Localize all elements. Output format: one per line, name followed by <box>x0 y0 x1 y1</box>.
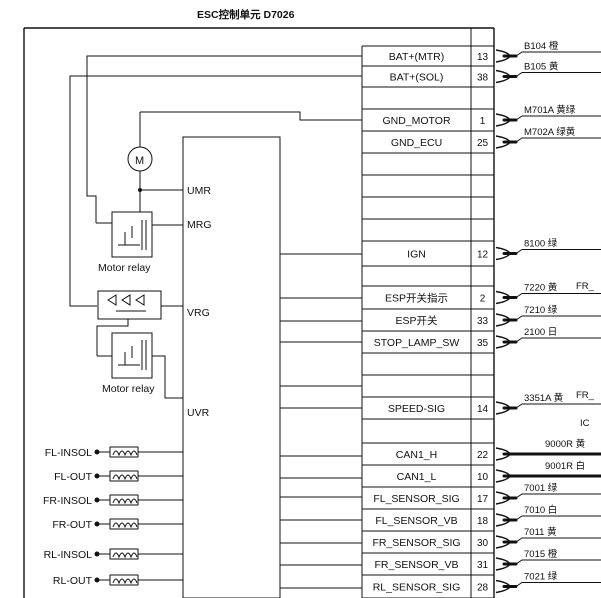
pin-label: ESP开关指示 <box>385 292 448 305</box>
pin-number: 22 <box>477 450 489 461</box>
pin-label: ESP开关 <box>395 314 438 327</box>
pin-label: FR_SENSOR_VB <box>374 559 458 571</box>
pin-label: RL_SENSOR_SIG <box>373 582 461 594</box>
pin-number: 2 <box>480 294 486 305</box>
wire-line <box>515 115 601 121</box>
pin-label: GND_MOTOR <box>382 115 450 127</box>
fr-label-2: FR_ <box>576 390 595 401</box>
pin-table <box>361 28 494 598</box>
mrg-label: MRG <box>187 219 212 231</box>
wheel-sensor-inputs: FL-INSOL FL-OUT FR-INSOL FR-OUT RL-INSOL RL-O… <box>43 446 183 587</box>
wire-line <box>515 582 601 587</box>
wire-line <box>515 293 601 298</box>
vrg-label: VRG <box>187 307 210 319</box>
wire-line <box>515 537 601 543</box>
pin-number: 17 <box>477 494 489 505</box>
pin-label: FL_SENSOR_VB <box>375 515 457 527</box>
motor-relay-1: Motor relay <box>96 211 183 274</box>
pin-connectors: B104 橙 B105 黄 M701A 黄绿 M702A 绿黄 8100 绿 7220 黄… <box>495 40 601 594</box>
wire-line <box>515 515 601 521</box>
pin-label: BAT+(MTR) <box>389 51 445 63</box>
wire-label: 7010 白 <box>524 504 557 516</box>
wire-line <box>515 51 601 57</box>
umr-label: UMR <box>187 185 211 197</box>
pin-number: 25 <box>477 138 489 149</box>
wire-line <box>515 559 601 565</box>
wire-label: 7021 绿 <box>524 571 558 583</box>
esc-unit-outline <box>23 27 495 598</box>
pin-number: 35 <box>477 338 489 349</box>
pin-number: 12 <box>477 250 489 261</box>
pin-label: SPEED-SIG <box>388 403 445 415</box>
diagram-title: ESC控制单元 D7026 <box>197 8 295 21</box>
pin-label: STOP_LAMP_SW <box>374 337 460 349</box>
vrg-module <box>96 290 183 356</box>
pin-label: FR_SENSOR_SIG <box>372 537 460 549</box>
sensor-label: FL-INSOL <box>45 447 92 459</box>
pin-number: 30 <box>477 538 489 549</box>
motor-relay-2: Motor relay <box>97 332 183 399</box>
pin-label: GND_ECU <box>391 137 442 149</box>
wire-label: 7001 绿 <box>524 482 558 494</box>
pin-label: CAN1_L <box>397 471 437 483</box>
pin-number: 10 <box>477 472 489 483</box>
wire-label: 9000R 黄 <box>545 438 585 450</box>
ic-label: IC <box>580 418 590 429</box>
pin-number: 18 <box>477 516 489 527</box>
sensor-label: FR-INSOL <box>43 495 92 507</box>
motor-assembly: M <box>127 112 183 212</box>
wire-line <box>515 403 601 409</box>
pin-number: 1 <box>480 116 486 127</box>
wire-label: 7210 绿 <box>524 304 558 316</box>
sensor-label: FR-OUT <box>52 519 92 531</box>
wire-line <box>515 493 601 499</box>
pin-number: 33 <box>477 316 489 327</box>
pin-number: 38 <box>477 73 489 84</box>
wire-label: 7220 黄 <box>524 282 557 294</box>
pin-number: 31 <box>477 560 489 571</box>
wire-label: 3351A 黄 <box>524 392 563 404</box>
wire-line <box>515 72 601 77</box>
sensor-label: RL-OUT <box>53 575 93 587</box>
control-block <box>182 136 281 598</box>
wire-label: 8100 绿 <box>524 238 558 250</box>
wire-line <box>515 337 601 343</box>
pin-number: 28 <box>477 583 489 594</box>
pin-label: BAT+(SOL) <box>390 72 444 84</box>
wire-label: B104 橙 <box>524 40 559 52</box>
sensor-label: RL-INSOL <box>44 549 93 561</box>
wire-label: 7015 橙 <box>524 548 558 560</box>
wire-label: B105 黄 <box>524 61 558 73</box>
pin-label: IGN <box>407 249 426 261</box>
motor-symbol: M <box>135 155 144 167</box>
pin-label: CAN1_H <box>396 449 437 461</box>
sensor-label: FL-OUT <box>54 471 93 483</box>
wire-line <box>515 315 601 321</box>
wire-line <box>515 249 601 254</box>
wire-label: 2100 日 <box>524 327 557 338</box>
internal-links <box>280 253 362 589</box>
wire-label: M702A 绿黄 <box>524 126 575 138</box>
pin-number: 14 <box>477 404 489 415</box>
wire-label: 9001R 白 <box>545 460 585 472</box>
uvr-label: UVR <box>187 407 210 419</box>
motor-relay-1-label: Motor relay <box>98 262 151 274</box>
pin-label: FL_SENSOR_SIG <box>373 493 459 505</box>
wire-label: 7011 黄 <box>524 526 557 538</box>
pin-number: 13 <box>477 52 489 63</box>
power-wiring <box>69 55 362 307</box>
fr-label-1: FR_ <box>576 281 595 292</box>
wire-line <box>515 137 601 143</box>
wire-label: M701A 黄绿 <box>524 104 576 116</box>
motor-relay-2-label: Motor relay <box>102 383 155 395</box>
